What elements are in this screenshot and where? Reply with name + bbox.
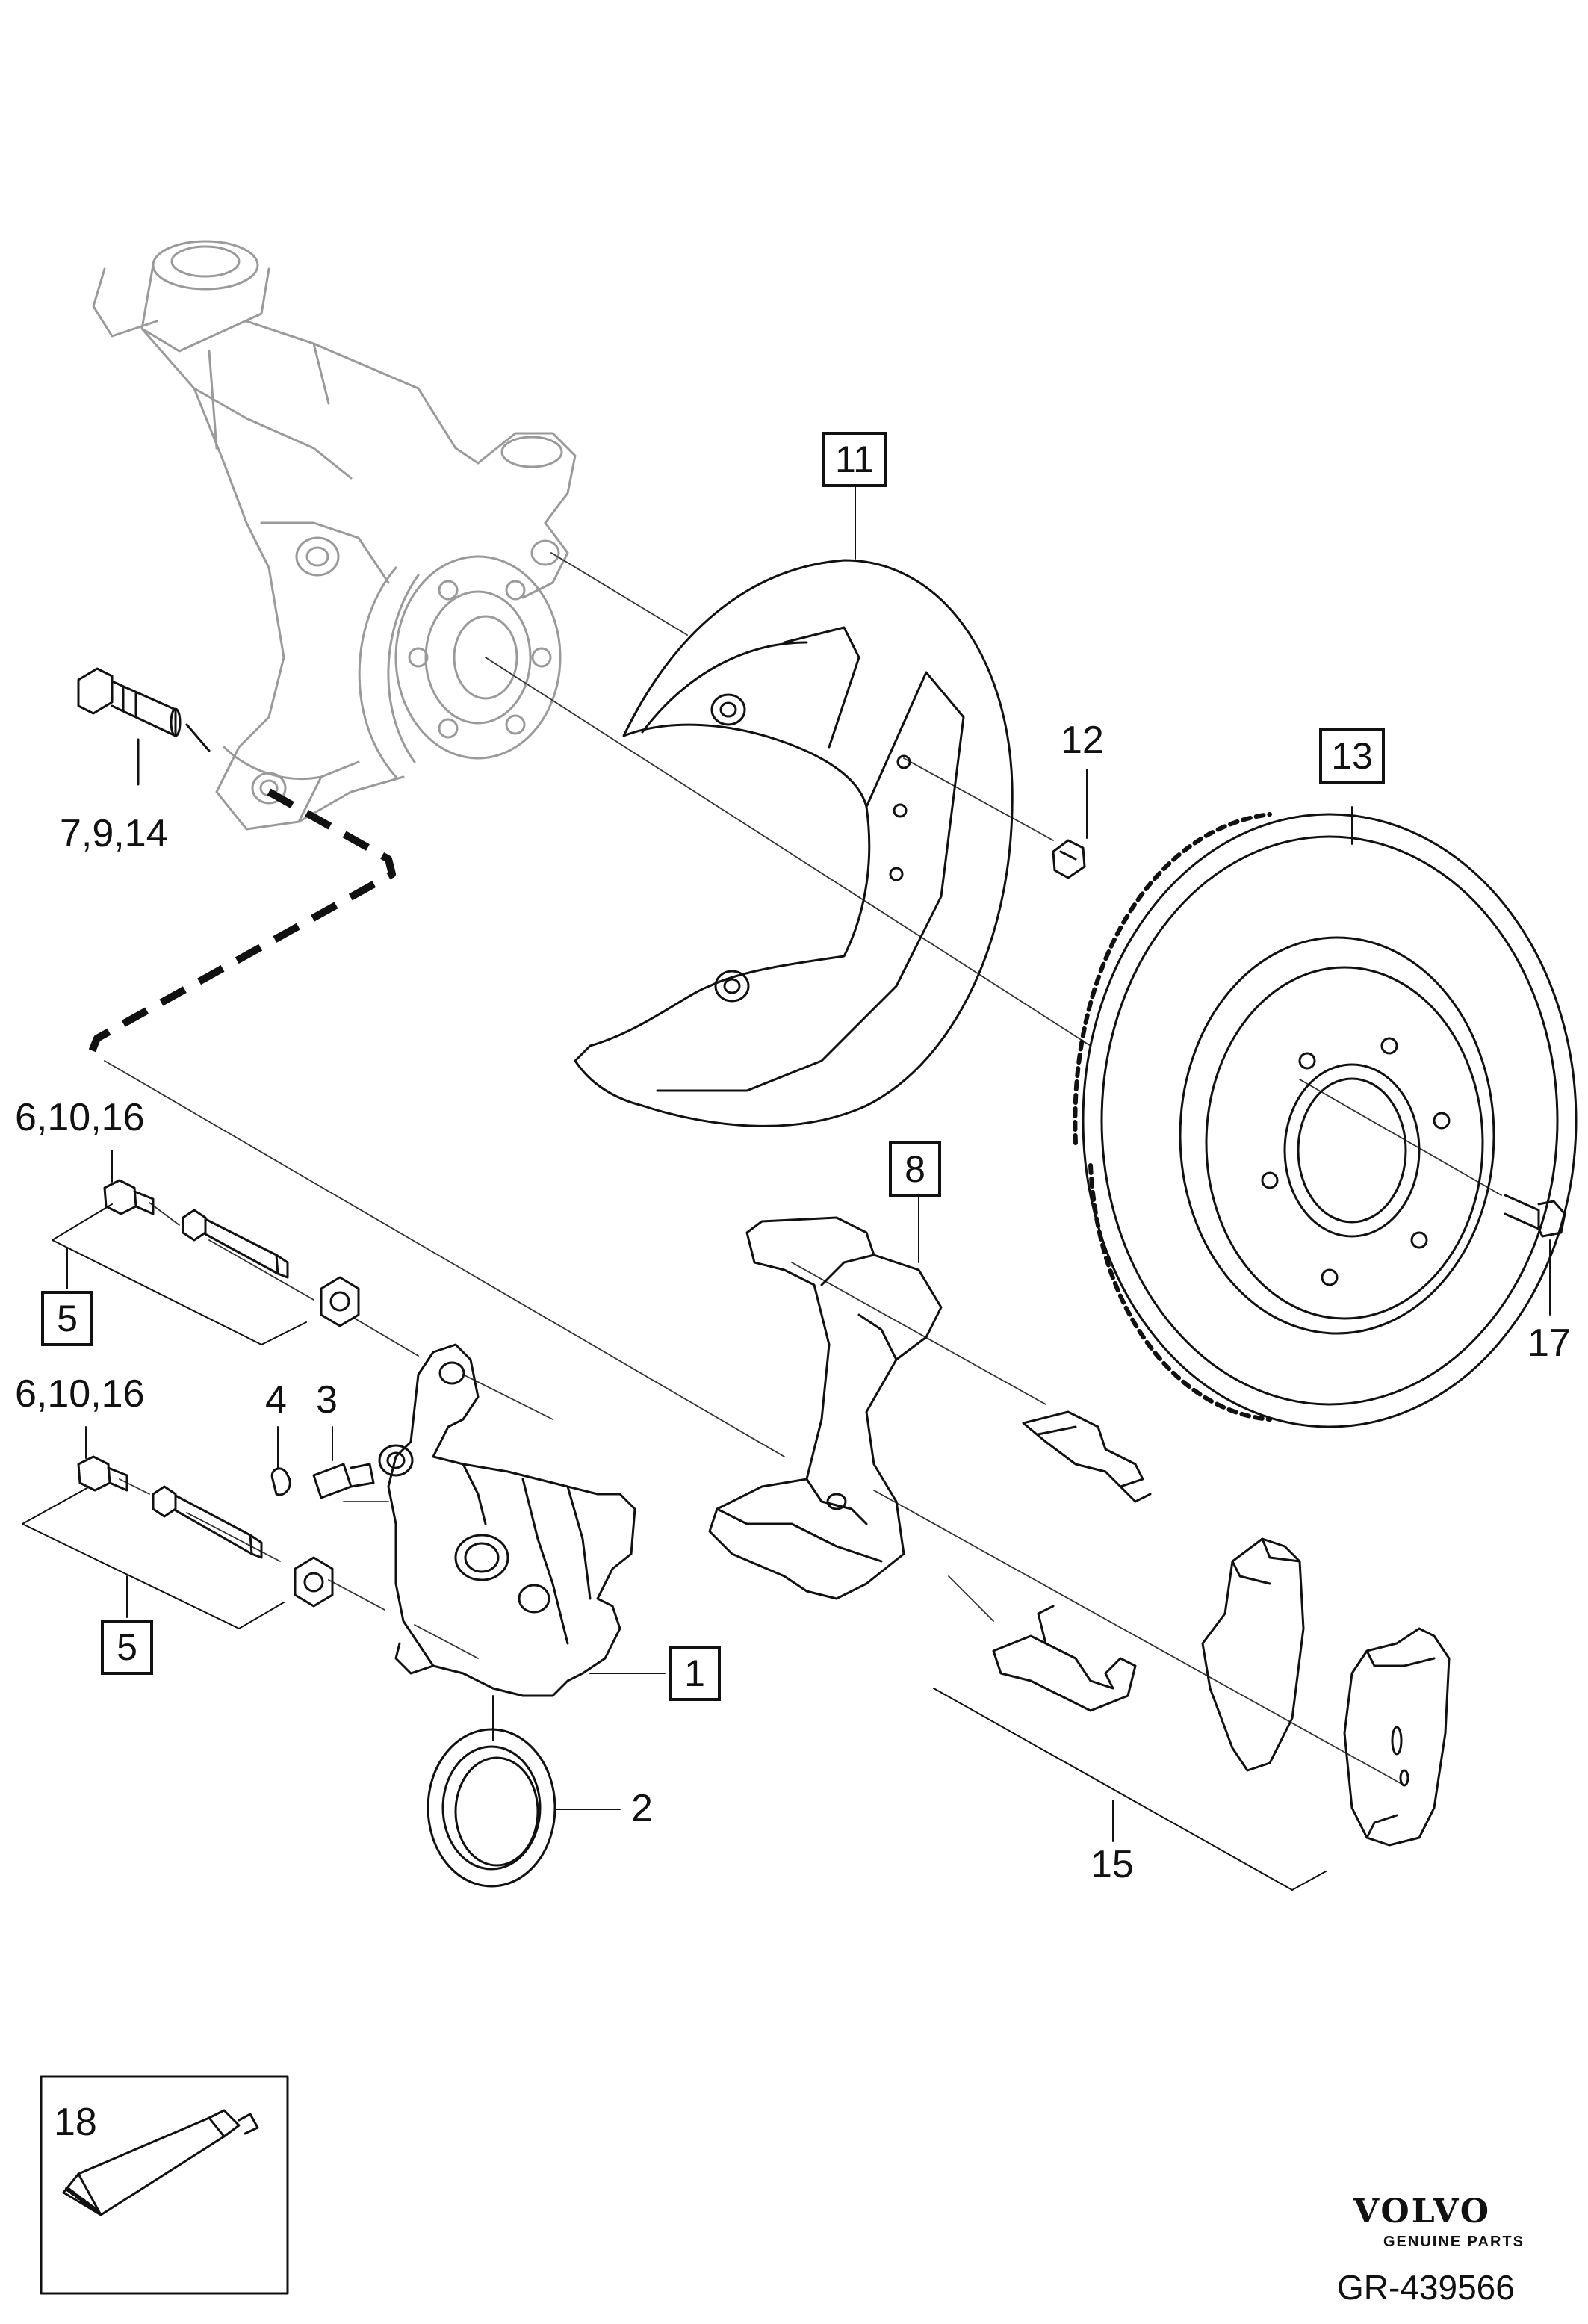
brand-logo: VOLVO [1353, 2193, 1492, 2231]
callout-7-9-14: 7,9,14 [60, 812, 168, 855]
callout-5-lower: 5 [101, 1620, 153, 1675]
callout-17: 17 [1527, 1321, 1571, 1365]
grease-inset-frame [40, 2075, 289, 2295]
callout-12: 12 [1061, 719, 1104, 762]
steering-knuckle [92, 240, 577, 831]
callout-18: 18 [54, 2101, 97, 2144]
brake-pad-outer [1343, 1627, 1451, 1847]
callout-2: 2 [631, 1787, 653, 1830]
brake-disc [1073, 806, 1578, 1428]
pad-clip-lower [992, 1605, 1137, 1712]
bracket-15 [933, 1688, 1327, 1891]
callout-4: 4 [265, 1378, 287, 1422]
dust-shield [574, 559, 1014, 1127]
callout-15: 15 [1091, 1843, 1134, 1886]
brand-tagline: GENUINE PARTS [1383, 2234, 1525, 2250]
grease-tube-icon [62, 2109, 259, 2216]
piston-seal [427, 1728, 621, 1888]
callout-8: 8 [889, 1141, 941, 1197]
dashed-assembly-path [86, 788, 396, 1059]
leader-lines [104, 552, 1502, 1786]
bleed-screw [312, 1426, 375, 1499]
knuckle-bolt [77, 667, 211, 786]
shield-screw [1052, 769, 1088, 879]
callout-13: 13 [1319, 728, 1385, 784]
callout-11: 11 [822, 432, 887, 487]
callout-3: 3 [316, 1378, 338, 1422]
pad-clip-upper [1022, 1410, 1152, 1503]
callout-5-upper: 5 [41, 1291, 93, 1346]
bleed-cap [270, 1426, 291, 1496]
callout-6-10-16-upper: 6,10,16 [15, 1096, 145, 1139]
guide-pin-set-lower [22, 1426, 334, 1629]
callout-1: 1 [669, 1646, 721, 1701]
disc-screw [1504, 1194, 1566, 1316]
brake-caliper [378, 1343, 666, 1741]
callout-6-10-16-lower: 6,10,16 [15, 1372, 145, 1416]
diagram-reference: GR-439566 [1337, 2268, 1515, 2307]
caliper-carrier [708, 1187, 943, 1600]
brake-pad-inner [1201, 1537, 1305, 1772]
guide-pin-set-upper [52, 1150, 360, 1345]
